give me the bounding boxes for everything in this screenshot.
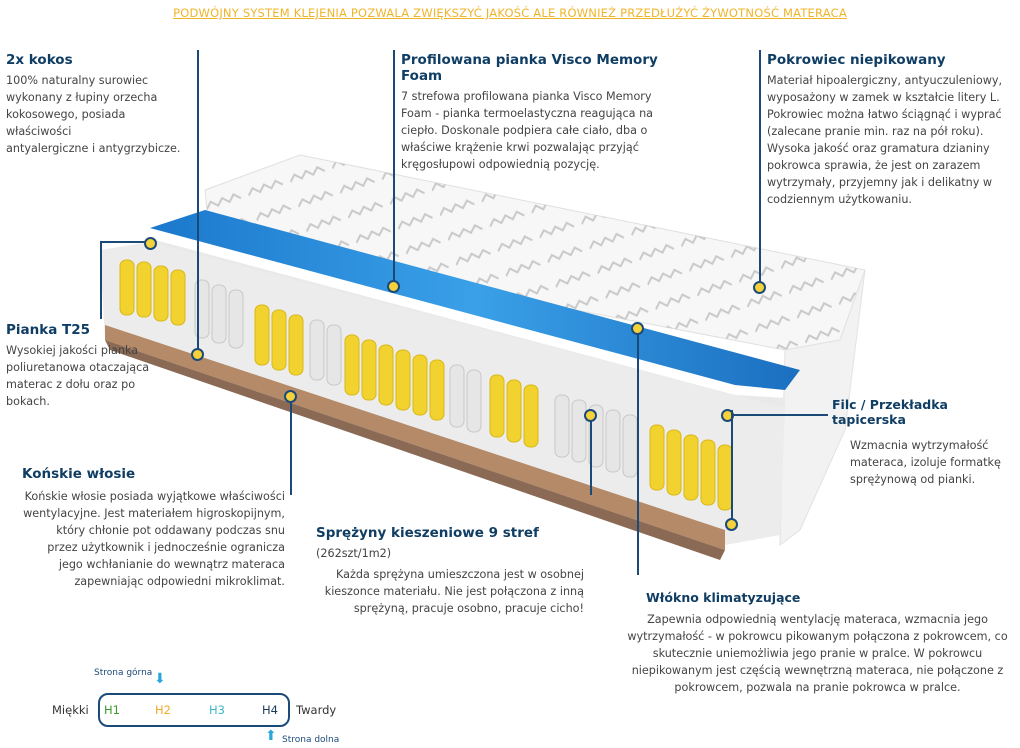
kokos-dot [191, 348, 204, 361]
kokos-line [197, 50, 199, 352]
level-h2: H2 [155, 703, 171, 717]
kokos-line-text: 100% naturalny surowiec [6, 74, 149, 87]
pokrowiec-title: Pokrowiec niepikowany [767, 52, 946, 68]
filc-section: Filc / Przekładka tapicerska Wzmacnia wy… [832, 397, 1018, 488]
kokos-title: 2x kokos [6, 52, 73, 68]
konskie-line-text: zapewniając odpowiedni mikroklimat. [74, 575, 285, 588]
kokos-line-text: wykonany z łupiny orzecha [6, 91, 158, 104]
konskie-line-text: który chłonie pot oddawany podczas snu [56, 524, 285, 537]
pokrowiec-line-text: wytrzymały, przyjemny jak i delikatny w [767, 176, 993, 189]
wlokno-title: Włókno klimatyzujące [646, 590, 801, 605]
konskie-line-text: wentylacyjne. Jest materiałem higroskopi… [23, 507, 285, 520]
pokrowiec-line [759, 50, 761, 284]
pianka-dot [144, 237, 157, 250]
konskie-line-text: przez użytkownik i jednocześnie ogranicz… [47, 541, 285, 554]
sprezyny-heading: Sprężyny kieszeniowe 9 stref (262szt/1m2… [316, 522, 584, 562]
pianka-line-text: poliuretanowa otaczająca [6, 361, 150, 374]
sprezyny-section: Sprężyny kieszeniowe 9 stref (262szt/1m2… [316, 522, 584, 617]
sprezyny-line-text: Każda sprężyna umieszczona jest w osobne… [335, 568, 584, 581]
pianka-title: Pianka T25 [6, 322, 91, 338]
visco-line-text: ciepło. Doskonale podpiera całe ciało, d… [401, 124, 648, 137]
kokos-line-text: kokosowego, posiada właściwości [6, 108, 126, 138]
filc-dot [721, 409, 734, 422]
hardness-scale [98, 693, 290, 727]
visco-line [393, 50, 395, 282]
konskie-line [290, 395, 292, 495]
konskie-title: Końskie włosie [22, 466, 136, 482]
pianka-line-text: bokach. [6, 395, 50, 408]
pokrowiec-line-text: codziennym użytkowaniu. [767, 193, 912, 206]
konskie-section: Końskie włosie Końskie włosie posiada wy… [10, 466, 290, 590]
side-wall [779, 269, 866, 547]
filc-line [728, 414, 828, 416]
pokrowiec-line-text: wyposażony w zamek w kształcie litery L. [767, 91, 1000, 104]
felt-bottom [105, 325, 725, 550]
wlokno-dot [631, 322, 644, 335]
visco-line-text: właściwe krążenie krwi pozwalając przyją… [401, 141, 639, 154]
pianka-line [100, 241, 102, 319]
arrow-up-icon: ⬆ [265, 728, 277, 744]
wlokno-line-2 [731, 410, 733, 522]
sprezyny-title: Sprężyny kieszeniowe 9 stref [316, 525, 539, 541]
pokrowiec-line-text: (zalecane pranie min. raz na pół roku). [767, 125, 984, 138]
kokos-line-text: antyalergiczne i antygrzybicze. [6, 142, 181, 155]
arrow-down-icon: ⬇ [154, 671, 166, 687]
konskie-dot [284, 390, 297, 403]
wlokno-line-text: wytrzymałość - w pokrowcu pikowanym połą… [627, 630, 1008, 643]
wlokno-line-text: skutecznie uniemożliwia jego pranie w pr… [652, 647, 983, 660]
wlokno-section: Włókno klimatyzujące Zapewnia odpowiedni… [620, 590, 1015, 696]
header-banner: PODWÓJNY SYSTEM KLEJENIA POZWALA ZWIĘKSZ… [173, 6, 847, 20]
konskie-line-text: Końskie włosie posiada wyjątkowe właściw… [24, 490, 285, 503]
visco-section: Profilowana pianka Visco Memory Foam 7 s… [401, 52, 691, 173]
sprezyny-line-text: sprężyną, pracuje osobno, pracuje cicho! [353, 602, 584, 615]
visco-dot [387, 280, 400, 293]
sprezyny-suffix: (262szt/1m2) [316, 547, 392, 560]
wlokno-line-text: Zapewnia odpowiednią wentylację materaca… [647, 613, 988, 626]
pokrowiec-dot [753, 281, 766, 294]
pokrowiec-line-text: Materiał hipoalergiczny, antyuczuleniowy… [767, 74, 1003, 87]
level-h4: H4 [262, 703, 278, 717]
wlokno-dot-2 [725, 518, 738, 531]
konskie-line-text: jego wchłanianie do wewnątrz materaca [58, 558, 285, 571]
filc-line-text: materaca, izoluje formatkę [850, 456, 1001, 469]
pianka-line-text: Wysokiej jakości pianka [6, 344, 139, 357]
legend-bottom-label: Strona dolna [282, 735, 340, 745]
pianka-section: Pianka T25 Wysokiej jakości pianka poliu… [6, 322, 176, 410]
sprezyny-dot [584, 409, 597, 422]
mattress-illustration [100, 154, 866, 560]
pokrowiec-section: Pokrowiec niepikowany Materiał hipoalerg… [767, 52, 1017, 208]
legend-left-label: Miękki [52, 703, 89, 717]
wlokno-line [637, 327, 639, 575]
visco-line-text: kręgosłupowi odpowiednią pozycję. [401, 158, 600, 171]
pokrowiec-line-text: Pokrowiec można łatwo ściągnąć i wyprać [767, 108, 1002, 121]
wlokno-line-text: niepikowanym jest częścią wewnętrzną mat… [631, 664, 1004, 677]
wlokno-line-text: pokrowcem, pozwala na pranie pokrowca w … [674, 681, 961, 694]
filc-title: Filc / Przekładka tapicerska [832, 397, 948, 427]
visco-title: Profilowana pianka Visco Memory Foam [401, 52, 658, 84]
pokrowiec-line-text: Wysoka jakość oraz gramatura dzianiny [767, 142, 990, 155]
visco-line-text: 7 strefowa profilowana pianka Visco Memo… [401, 90, 652, 103]
visco-line-text: Foam - pianka termoelastyczna reagująca … [401, 107, 654, 120]
filc-line-text: Wzmacnia wytrzymałość [850, 439, 989, 452]
pianka-line-text: materac z dołu oraz po [6, 378, 136, 391]
sprezyny-line [590, 413, 592, 495]
level-h3: H3 [209, 703, 225, 717]
springs [119, 259, 733, 511]
legend-right-label: Twardy [296, 703, 337, 717]
pianka-line-h [100, 241, 148, 243]
filc-line-text: sprężynową od pianki. [850, 473, 976, 486]
level-h1: H1 [104, 703, 120, 717]
kokos-section: 2x kokos 100% naturalny surowiec wykonan… [6, 52, 191, 157]
legend-top-label: Strona górna [94, 668, 153, 678]
sprezyny-line-text: kieszonce materiału. Nie jest połączona … [324, 585, 584, 598]
pokrowiec-line-text: pokrowca sprawia, że jest on zarazem [767, 159, 981, 172]
